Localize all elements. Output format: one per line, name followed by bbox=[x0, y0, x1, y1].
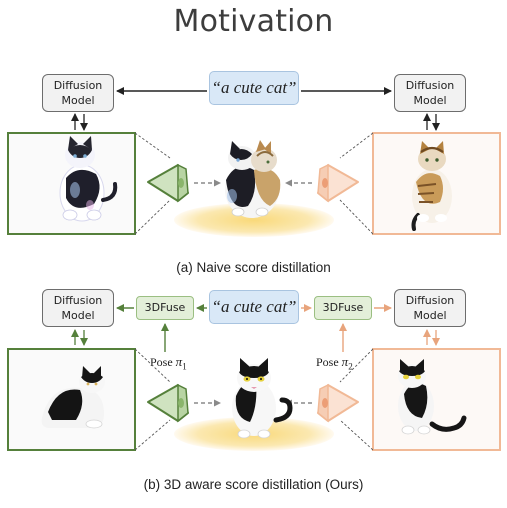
pose-prefix: Pose bbox=[316, 355, 339, 369]
diffusion-model-label-line2: Model bbox=[413, 309, 447, 322]
cat-image-a-right bbox=[411, 141, 452, 231]
pose-symbol: π bbox=[175, 354, 183, 369]
pose-label-right: Pose π2 bbox=[316, 354, 353, 371]
pose-symbol: π bbox=[341, 354, 349, 369]
ground-shadow-a bbox=[174, 203, 334, 237]
prompt-box-b: “a cute cat” bbox=[209, 290, 299, 324]
camera-icon-a-left bbox=[147, 163, 189, 203]
diffusion-model-label-line2: Model bbox=[61, 309, 95, 322]
diffusion-model-label-line1: Diffusion bbox=[53, 294, 103, 307]
fuse-box-right: 3DFuse bbox=[314, 296, 372, 320]
camera-icon-b-right bbox=[317, 383, 359, 423]
diffusion-model-box-a-right: Diffusion Model bbox=[394, 74, 466, 112]
cat-3d-object-b bbox=[232, 358, 293, 439]
cat-image-b-left bbox=[41, 366, 105, 429]
pose-prefix: Pose bbox=[150, 355, 173, 369]
projection-lines-a bbox=[134, 132, 374, 235]
diffusion-model-label-line2: Model bbox=[61, 94, 95, 107]
camera-icon-a-right bbox=[317, 163, 359, 203]
caption-b: (b) 3D aware score distillation (Ours) bbox=[143, 477, 364, 492]
diffusion-model-box-b-right: Diffusion Model bbox=[394, 289, 466, 327]
rendered-view-frame-b-right bbox=[372, 348, 501, 451]
prompt-box-a: “a cute cat” bbox=[209, 71, 299, 105]
camera-icon-b-left bbox=[147, 383, 189, 423]
diffusion-model-box-b-left: Diffusion Model bbox=[42, 289, 114, 327]
fuse-box-left: 3DFuse bbox=[136, 296, 194, 320]
diffusion-model-label-line1: Diffusion bbox=[53, 79, 103, 92]
diffusion-model-label-line1: Diffusion bbox=[405, 294, 455, 307]
pose-index: 2 bbox=[348, 361, 353, 372]
pose-label-left: Pose π1 bbox=[150, 354, 187, 371]
figure-title: Motivation bbox=[173, 4, 334, 39]
projection-lines-b bbox=[134, 348, 374, 451]
caption-a: (a) Naive score distillation bbox=[176, 260, 331, 275]
cat-image-b-right bbox=[398, 359, 467, 435]
cat-image-a-left bbox=[59, 136, 118, 222]
cat-3d-object-a bbox=[225, 140, 281, 218]
diffusion-model-label-line1: Diffusion bbox=[405, 79, 455, 92]
pose-index: 1 bbox=[182, 361, 187, 372]
diffusion-model-label-line2: Model bbox=[413, 94, 447, 107]
diffusion-model-box-a-left: Diffusion Model bbox=[42, 74, 114, 112]
